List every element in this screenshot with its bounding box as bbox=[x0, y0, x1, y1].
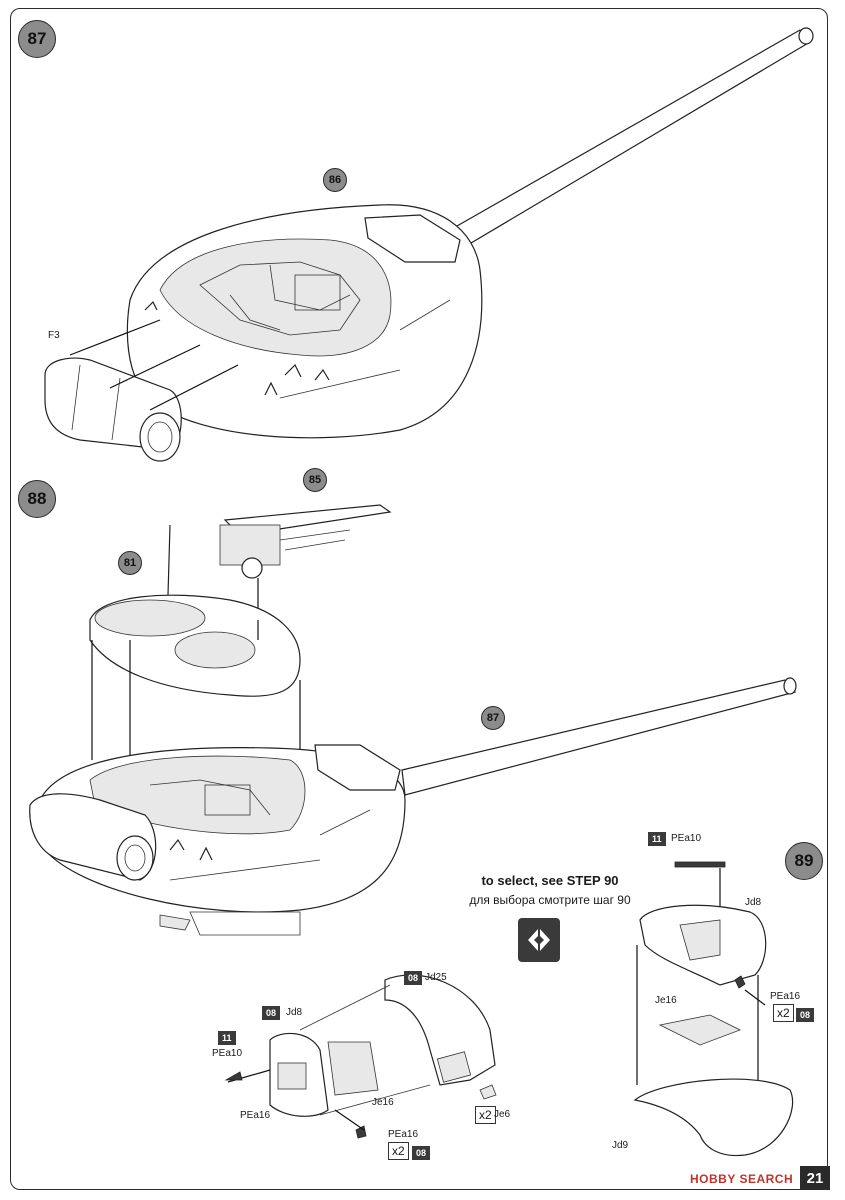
part-label-pea16-mid: PEa16 bbox=[388, 1129, 419, 1140]
step-badge-88: 88 bbox=[18, 480, 56, 518]
turret-step-88 bbox=[29, 504, 797, 936]
part-label-f3: F3 bbox=[48, 330, 60, 341]
subassembly-badge-81: 81 bbox=[118, 551, 142, 575]
part-label-jd8-right: Jd8 bbox=[745, 897, 762, 908]
part-label-jd8-left: Jd8 bbox=[286, 1007, 303, 1018]
mantlet-cover-left bbox=[224, 974, 497, 1139]
multiplier-pea16-right: x2 bbox=[773, 1004, 794, 1022]
tag-11-right: 11 bbox=[648, 832, 666, 846]
select-option-icon bbox=[518, 918, 560, 962]
part-label-pea16-right: PEa16 bbox=[770, 991, 801, 1002]
part-label-jd9: Jd9 bbox=[612, 1140, 629, 1151]
part-label-pea10-left: PEa10 bbox=[212, 1048, 243, 1059]
subassembly-badge-85: 85 bbox=[303, 468, 327, 492]
tag-08-jd8: 08 bbox=[262, 1006, 281, 1020]
part-label-pea16-left: PEa16 bbox=[240, 1110, 271, 1121]
subassembly-badge-86: 86 bbox=[323, 168, 347, 192]
multiplier-pea16-mid: x2 bbox=[388, 1142, 409, 1160]
tag-08-jd25: 08 bbox=[404, 971, 423, 985]
part-label-je16-left: Je16 bbox=[372, 1097, 394, 1108]
select-note-english: to select, see STEP 90 bbox=[481, 873, 619, 888]
tag-11-left: 11 bbox=[218, 1031, 236, 1045]
part-label-jd25: Jd25 bbox=[425, 972, 447, 983]
part-label-je16-right: Je16 bbox=[655, 995, 677, 1006]
page-number: 21 bbox=[800, 1166, 830, 1190]
step-badge-89: 89 bbox=[785, 842, 823, 880]
tag-08-pea16-mid: 08 bbox=[412, 1146, 431, 1160]
tag-08-pea16-right: 08 bbox=[796, 1008, 815, 1022]
multiplier-je6: x2 bbox=[475, 1106, 496, 1124]
mantlet-cover-right bbox=[633, 861, 794, 1157]
turret-step-87 bbox=[44, 27, 814, 462]
select-note-russian: для выбора смотрите шаг 90 bbox=[469, 893, 631, 907]
watermark: HOBBY SEARCH bbox=[690, 1172, 794, 1186]
part-label-pea10-right: PEa10 bbox=[671, 833, 702, 844]
step-badge-87: 87 bbox=[18, 20, 56, 58]
subassembly-badge-87: 87 bbox=[481, 706, 505, 730]
page-frame bbox=[10, 8, 828, 1190]
part-label-je6: Je6 bbox=[494, 1109, 511, 1120]
